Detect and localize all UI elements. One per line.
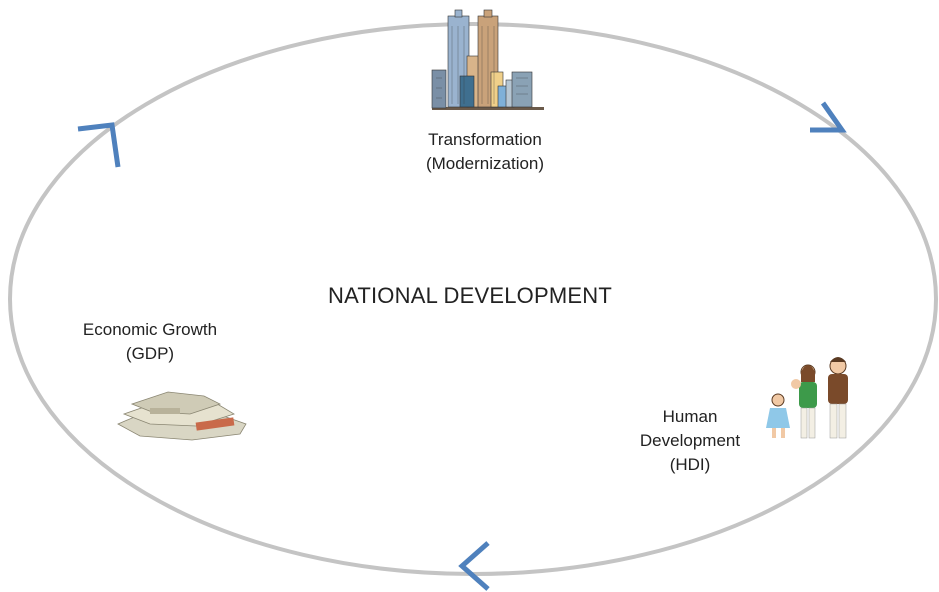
city-skyline-icon: [431, 9, 544, 110]
transformation-label-line2: (Modernization): [425, 154, 545, 173]
human-development-label-line3: (HDI): [669, 455, 711, 474]
diagram-title: NATIONAL DEVELOPMENT: [328, 283, 612, 308]
human-development-label-line2: Development: [639, 431, 741, 450]
transformation-label-line1: Transformation: [428, 130, 542, 149]
economic-growth-label: Economic Growth (GDP): [50, 318, 250, 366]
cycle-arrow-top-left: [77, 122, 121, 168]
family-icon: [766, 357, 848, 439]
cycle-arrow-top-right: [810, 101, 847, 133]
human-development-label: Human Development (HDI): [620, 405, 760, 477]
economic-growth-label-line2: (GDP): [125, 344, 175, 363]
money-stack-icon: [117, 391, 247, 441]
economic-growth-label-line1: Economic Growth: [82, 320, 218, 339]
human-development-label-line1: Human: [662, 407, 718, 426]
cycle-arrow-bottom: [458, 541, 490, 591]
transformation-label: Transformation (Modernization): [385, 128, 585, 176]
